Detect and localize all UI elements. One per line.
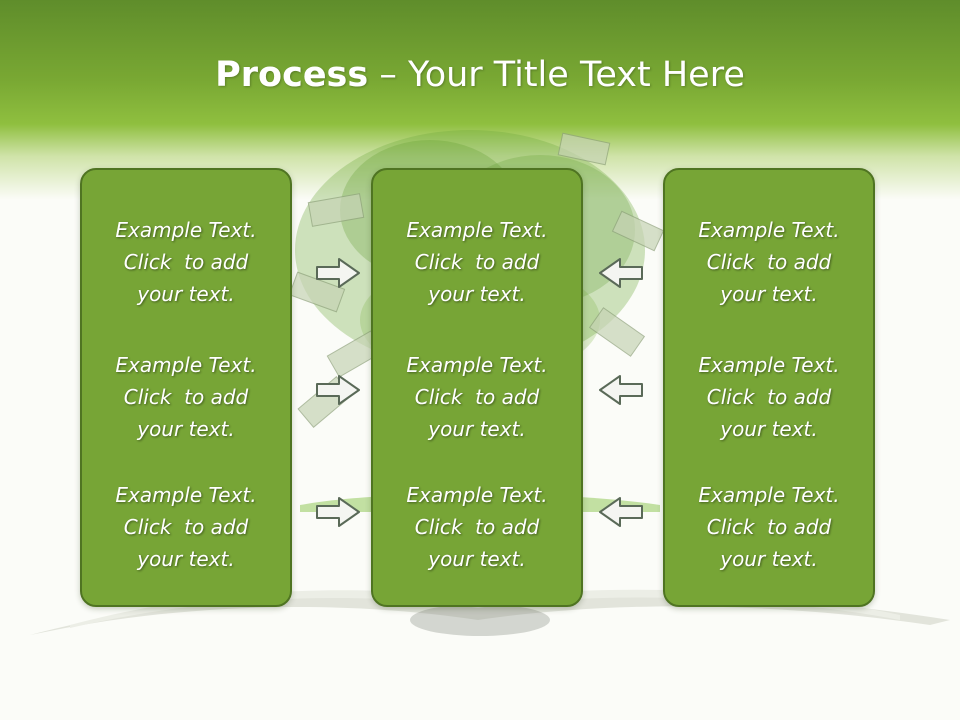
text-line: Example Text. xyxy=(115,483,257,507)
text-line: Click to add xyxy=(706,250,832,274)
text-line: your text. xyxy=(428,547,526,571)
text-line: Click to add xyxy=(414,250,540,274)
left-arrow-icon xyxy=(599,497,643,527)
text-line: Click to add xyxy=(123,250,249,274)
text-block[interactable]: Example Text. Click to add your text. xyxy=(82,349,290,445)
text-line: Click to add xyxy=(706,515,832,539)
text-block[interactable]: Example Text. Click to add your text. xyxy=(665,479,873,575)
text-line: your text. xyxy=(720,547,818,571)
text-line: your text. xyxy=(137,417,235,441)
text-line: Click to add xyxy=(414,385,540,409)
text-block[interactable]: Example Text. Click to add your text. xyxy=(82,479,290,575)
text-line: Example Text. xyxy=(698,353,840,377)
right-arrow-icon xyxy=(316,497,360,527)
panel-left[interactable]: Example Text. Click to add your text. Ex… xyxy=(80,168,292,607)
text-line: your text. xyxy=(137,547,235,571)
text-line: your text. xyxy=(720,282,818,306)
text-line: Example Text. xyxy=(406,353,548,377)
text-block[interactable]: Example Text. Click to add your text. xyxy=(373,214,581,310)
text-line: your text. xyxy=(137,282,235,306)
header-band xyxy=(0,0,960,200)
left-arrow-icon xyxy=(599,375,643,405)
text-line: Example Text. xyxy=(406,218,548,242)
right-arrow-icon xyxy=(316,375,360,405)
text-block[interactable]: Example Text. Click to add your text. xyxy=(82,214,290,310)
text-line: Click to add xyxy=(414,515,540,539)
text-block[interactable]: Example Text. Click to add your text. xyxy=(665,349,873,445)
text-line: your text. xyxy=(428,417,526,441)
panel-middle[interactable]: Example Text. Click to add your text. Ex… xyxy=(371,168,583,607)
right-arrow-icon xyxy=(316,258,360,288)
text-block[interactable]: Example Text. Click to add your text. xyxy=(373,479,581,575)
text-block[interactable]: Example Text. Click to add your text. xyxy=(373,349,581,445)
text-line: your text. xyxy=(720,417,818,441)
text-line: your text. xyxy=(428,282,526,306)
text-line: Example Text. xyxy=(115,218,257,242)
text-line: Example Text. xyxy=(406,483,548,507)
text-line: Click to add xyxy=(123,515,249,539)
title-bold: Process xyxy=(215,55,369,95)
text-line: Example Text. xyxy=(698,483,840,507)
left-arrow-icon xyxy=(599,258,643,288)
text-line: Click to add xyxy=(706,385,832,409)
text-line: Click to add xyxy=(123,385,249,409)
title-rest: – Your Title Text Here xyxy=(368,55,745,95)
text-line: Example Text. xyxy=(115,353,257,377)
text-line: Example Text. xyxy=(698,218,840,242)
text-block[interactable]: Example Text. Click to add your text. xyxy=(665,214,873,310)
slide-title[interactable]: Process – Your Title Text Here xyxy=(0,52,960,98)
panel-right[interactable]: Example Text. Click to add your text. Ex… xyxy=(663,168,875,607)
